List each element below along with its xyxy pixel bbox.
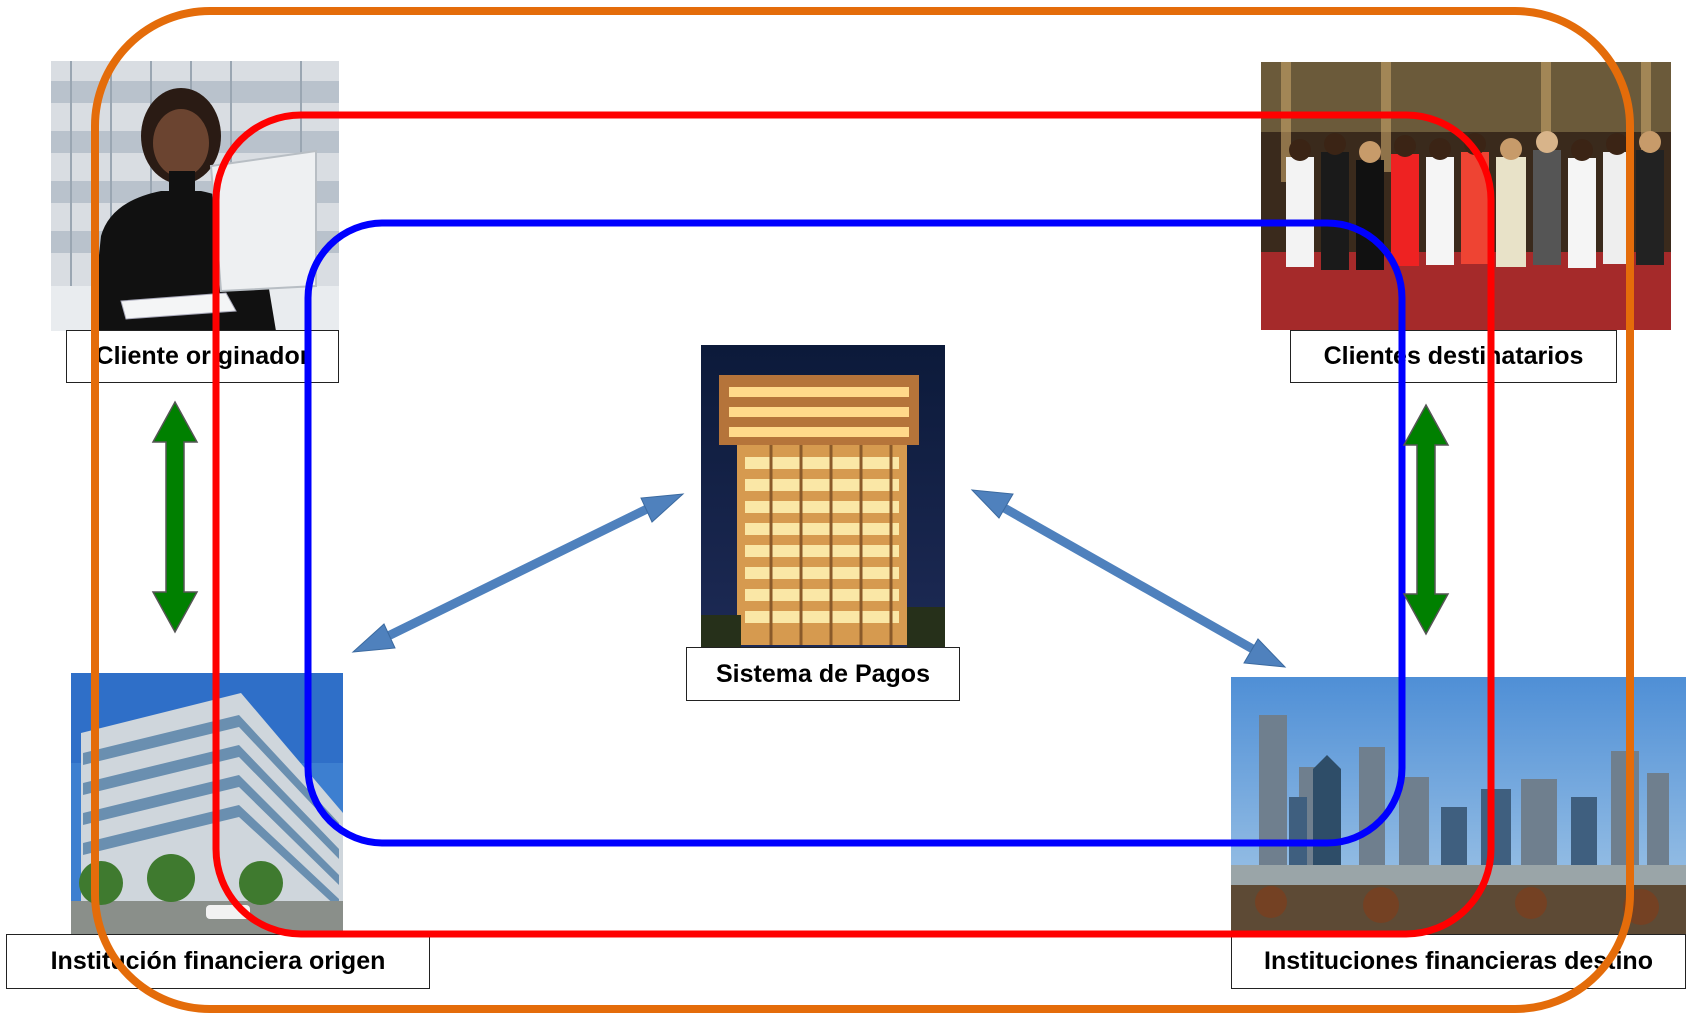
recipients-link-arrow <box>1402 403 1450 636</box>
payment-system-label: Sistema de Pagos <box>686 647 960 701</box>
origin-to-system-arrow <box>351 493 685 653</box>
originator-link-arrow <box>151 400 199 634</box>
originator-photo <box>51 61 339 331</box>
payment-system-photo <box>701 345 945 647</box>
destination-institutions-photo <box>1231 677 1686 936</box>
recipients-label: Clientes destinatarios <box>1290 330 1617 383</box>
destination-institutions-label: Instituciones financieras destino <box>1231 934 1686 989</box>
originator-label: Cliente originador <box>66 330 339 383</box>
system-to-destination-arrow <box>970 489 1287 668</box>
recipients-photo <box>1261 62 1671 330</box>
origin-institution-photo <box>71 673 343 935</box>
origin-institution-label: Institución financiera origen <box>6 934 430 989</box>
